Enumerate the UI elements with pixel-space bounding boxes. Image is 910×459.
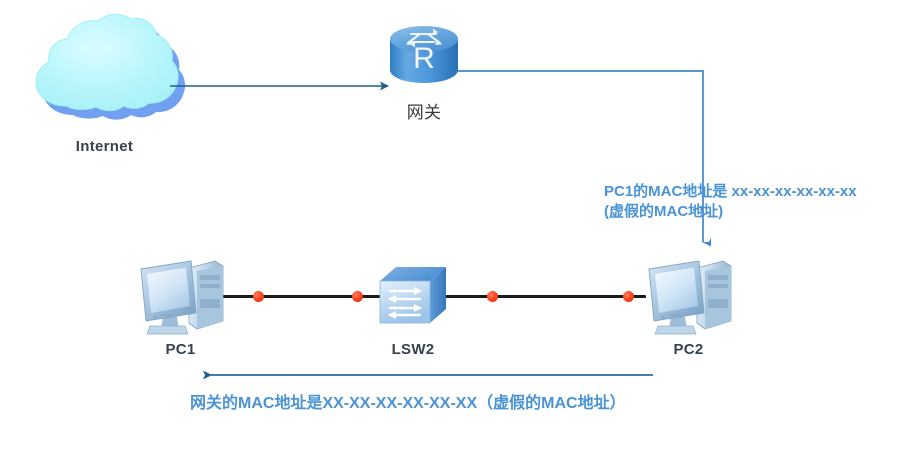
link-dot-switch-left xyxy=(352,291,363,302)
link-dot-pc2-side xyxy=(623,291,634,302)
svg-text:R: R xyxy=(413,42,435,75)
pc1-mac-annotation: PC1的MAC地址是 xx-xx-xx-xx-xx-xx (虚假的MAC地址) xyxy=(604,182,857,222)
internet-cloud-node[interactable] xyxy=(22,12,187,130)
switch-label: LSW2 xyxy=(391,341,435,358)
gateway-mac-annotation-line1: 网关的MAC地址是XX-XX-XX-XX-XX-XX（虚假的MAC地址） xyxy=(190,395,626,412)
internet-to-gateway-arrow xyxy=(170,81,389,91)
pc1-node[interactable] xyxy=(133,255,228,340)
switch-icon xyxy=(379,267,446,324)
pc1-mac-annotation-line2: (虚假的MAC地址) xyxy=(604,203,724,220)
internet-label: Internet xyxy=(75,138,134,155)
router-icon: R xyxy=(390,26,458,83)
pc2-label: PC2 xyxy=(673,341,704,358)
link-dot-pc1-side xyxy=(253,291,264,302)
gateway-label: 网关 xyxy=(406,103,442,122)
gateway-router-node[interactable]: R xyxy=(384,18,464,94)
switch-node[interactable] xyxy=(376,263,450,331)
gateway-mac-annotation: 网关的MAC地址是XX-XX-XX-XX-XX-XX（虚假的MAC地址） xyxy=(190,394,626,414)
desktop-computer-icon xyxy=(140,260,224,335)
desktop-computer-icon xyxy=(648,260,732,335)
pc1-mac-annotation-line1: PC1的MAC地址是 xx-xx-xx-xx-xx-xx xyxy=(604,183,857,200)
cloud-icon xyxy=(35,13,186,120)
gateway-to-pc2-arrow xyxy=(457,70,711,247)
gateway-mac-flow-arrow xyxy=(203,370,653,380)
link-dot-switch-right xyxy=(487,291,498,302)
pc2-node[interactable] xyxy=(641,255,736,340)
pc1-label: PC1 xyxy=(165,341,196,358)
